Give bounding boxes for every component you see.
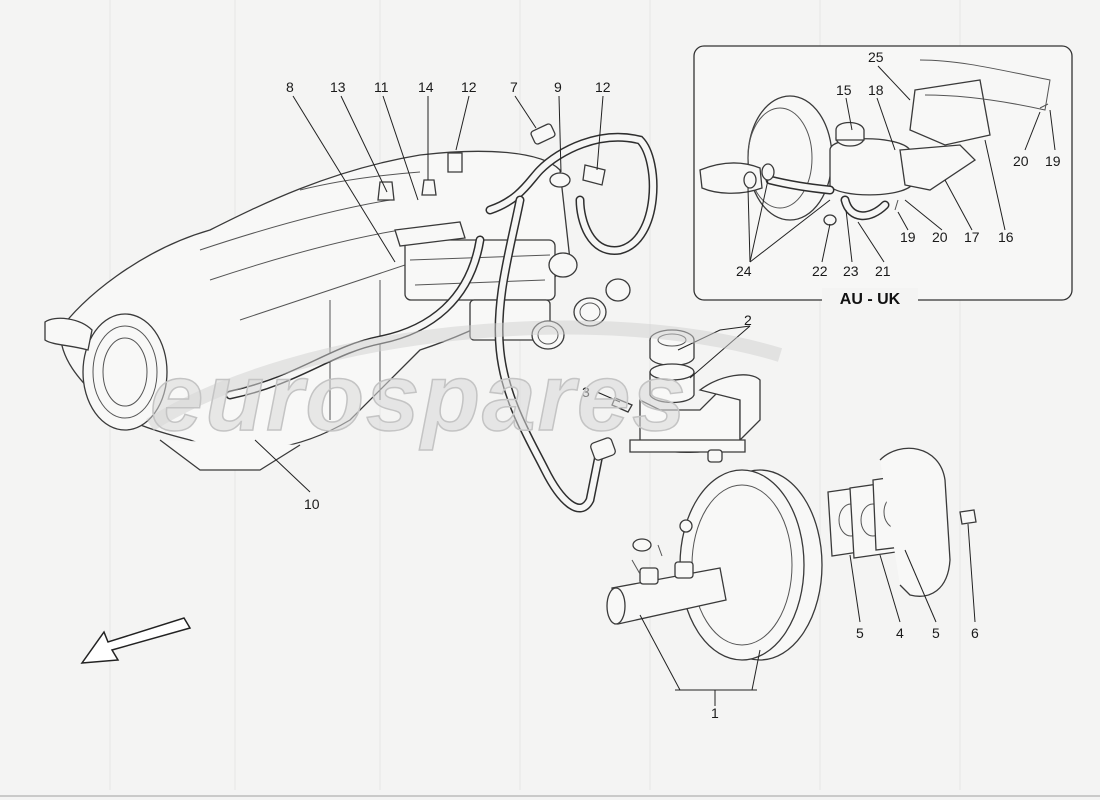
- inset-callout-20-b: 20: [932, 229, 948, 245]
- callout-11: 11: [374, 79, 389, 95]
- callout-1: 1: [711, 705, 719, 721]
- au-uk-inset: 25 15 18 20 19 19 20 17 16 24 22 23 21 A…: [693, 45, 1073, 310]
- callout-14: 14: [418, 79, 434, 95]
- inset-callout-16: 16: [998, 229, 1014, 245]
- inset-title: AU - UK: [840, 291, 901, 308]
- svg-text:eurospares: eurospares: [150, 344, 688, 451]
- inset-callout-15: 15: [836, 82, 852, 98]
- callout-5-b: 5: [932, 625, 940, 641]
- callout-10: 10: [304, 496, 320, 512]
- callout-3: 3: [582, 384, 590, 400]
- leader-lines: [254, 95, 976, 706]
- callout-6: 6: [971, 625, 979, 641]
- callout-2: 2: [744, 312, 752, 328]
- vacuum-hose-assembly: [225, 123, 658, 513]
- inset-callout-24: 24: [736, 263, 752, 279]
- inset-callout-19: 19: [1045, 153, 1061, 169]
- inset-callout-18: 18: [868, 82, 884, 98]
- callout-12-b: 12: [595, 79, 611, 95]
- inset-callout-21: 21: [875, 263, 891, 279]
- brake-booster-master-cylinder: [606, 469, 823, 661]
- inset-callout-23: 23: [843, 263, 859, 279]
- inset-callout-22: 22: [812, 263, 828, 279]
- callout-7: 7: [510, 79, 518, 95]
- callout-8: 8: [286, 79, 294, 95]
- callout-12: 12: [461, 79, 477, 95]
- brake-fluid-reservoir: [611, 329, 761, 463]
- inset-callout-17: 17: [964, 229, 980, 245]
- inset-callout-19-b: 19: [900, 229, 916, 245]
- inset-callout-25: 25: [868, 49, 884, 65]
- callout-13: 13: [330, 79, 346, 95]
- gasket-spacer-set: [827, 447, 977, 597]
- callout-4: 4: [896, 625, 904, 641]
- callout-5: 5: [856, 625, 864, 641]
- arrow-down-left-icon: [80, 617, 192, 664]
- watermark: eurospares: [146, 320, 783, 452]
- callout-9: 9: [554, 79, 562, 95]
- inset-callout-20: 20: [1013, 153, 1029, 169]
- callout-labels: 8 13 11 14 12 7 9 12 2 3 10 5 4 5 6 1: [286, 79, 979, 721]
